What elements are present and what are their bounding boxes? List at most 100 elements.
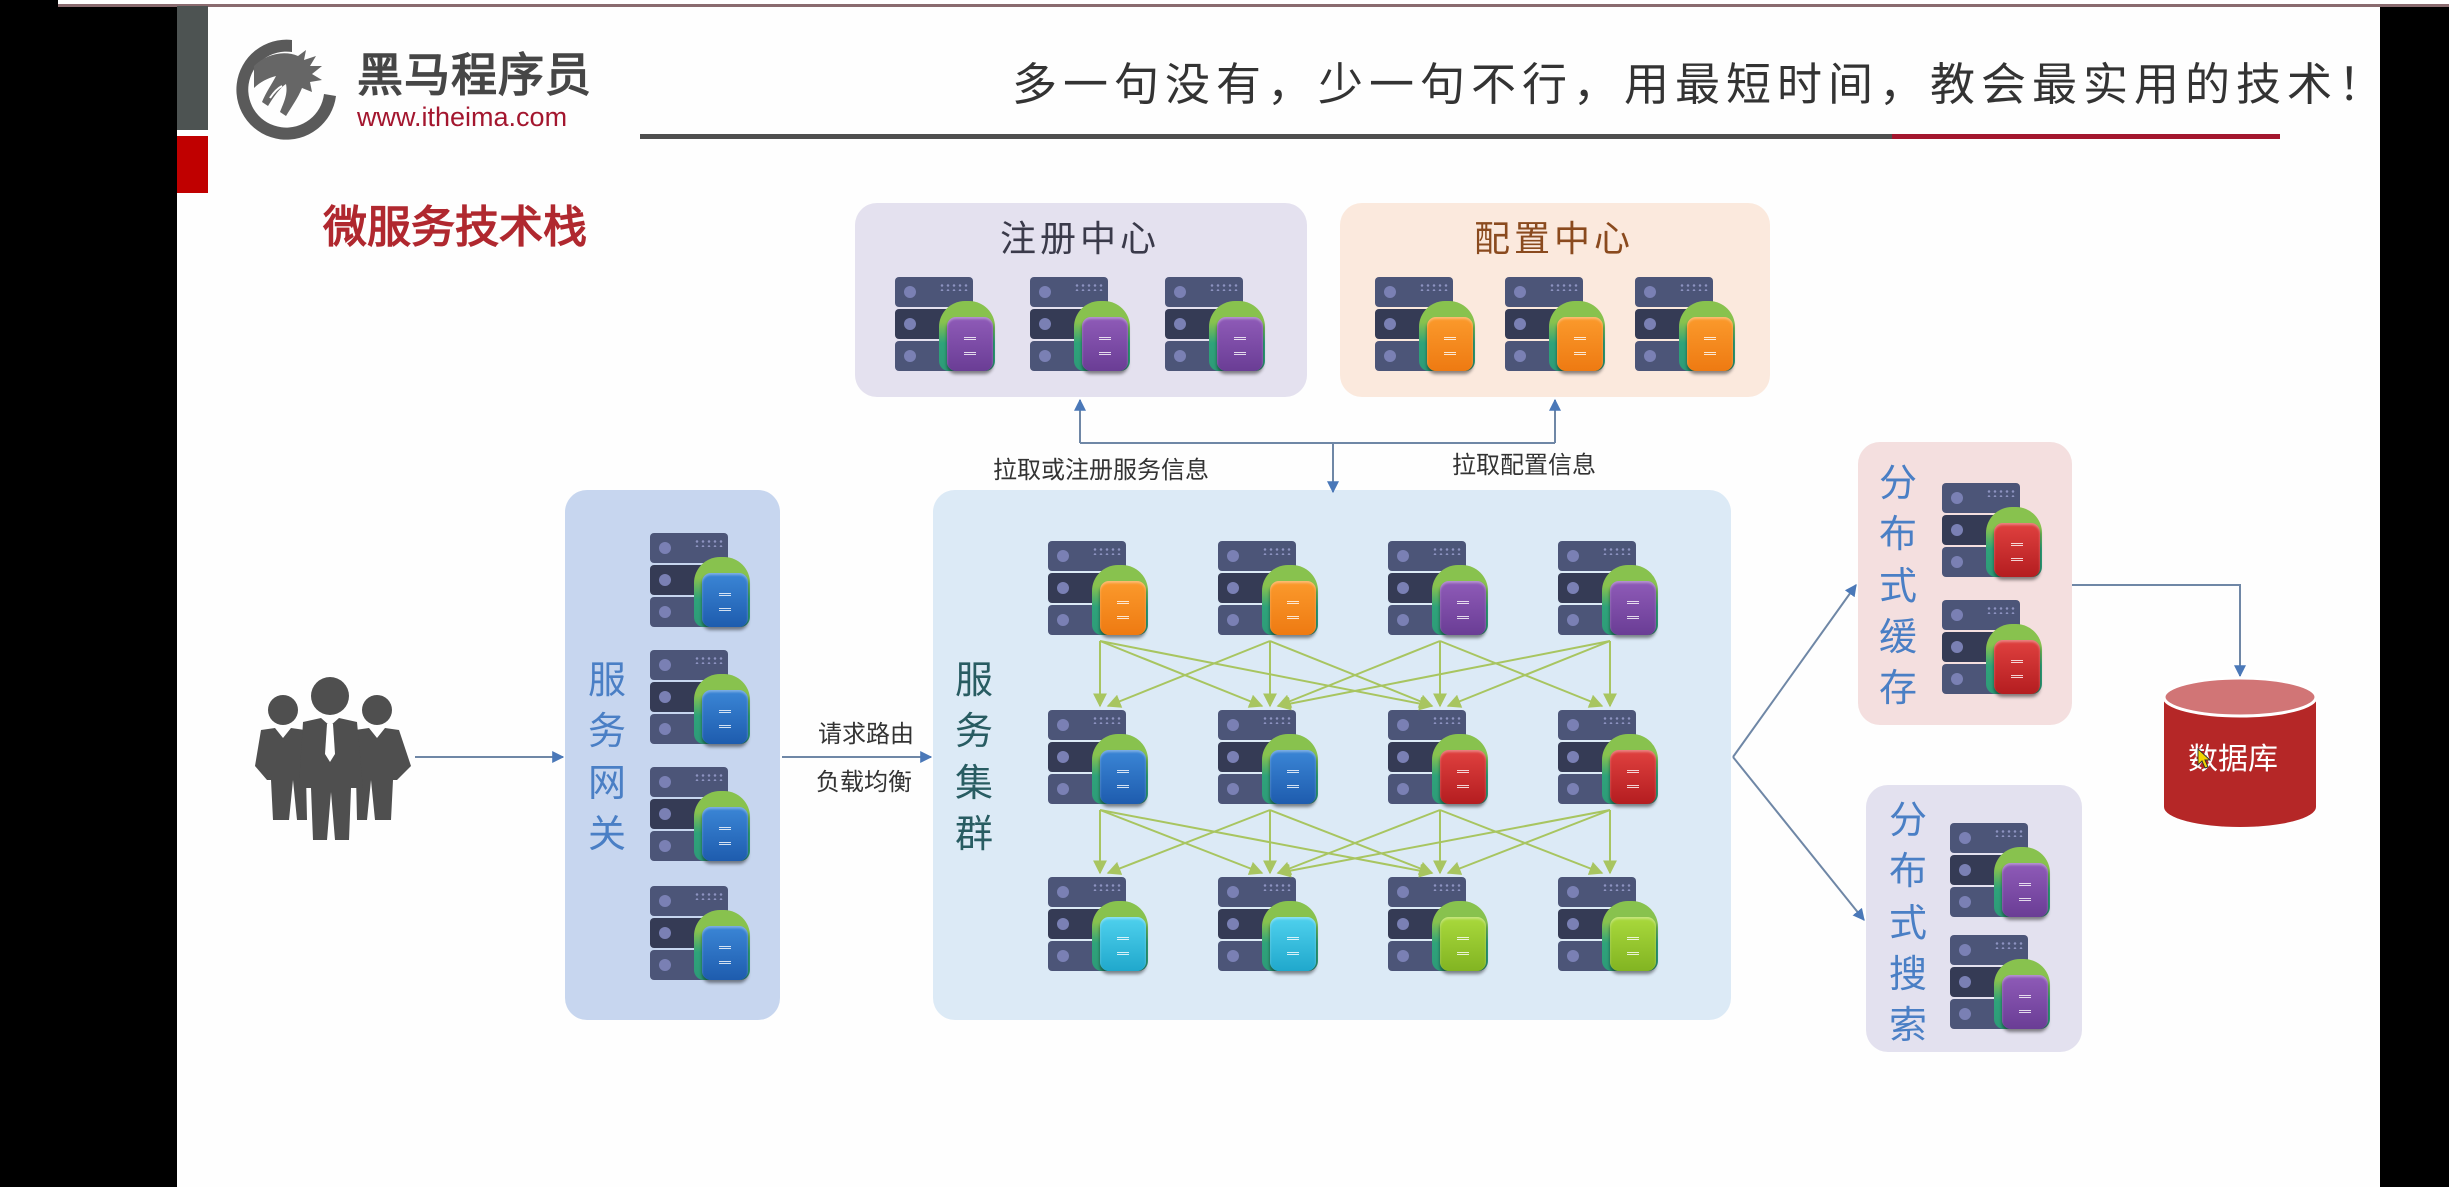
- service-chip-purple: [947, 317, 993, 371]
- top-rule: [58, 4, 2449, 7]
- registry-server-icon: [895, 277, 995, 373]
- edge-label-registry: 拉取或注册服务信息: [993, 456, 1209, 484]
- people-group-icon: [255, 677, 411, 840]
- title-char: 布: [1878, 512, 1917, 557]
- server-vents: [939, 283, 969, 291]
- config-server-icon: [1505, 277, 1605, 373]
- cache-server-icon: [1942, 600, 2042, 696]
- server-vents: [1549, 283, 1579, 291]
- service-chip-blue: [702, 807, 748, 861]
- service-cluster-title: 服 务 集 群: [952, 655, 996, 860]
- page-title: 微服务技术栈: [323, 202, 587, 253]
- cluster-server-icon: [1558, 710, 1658, 806]
- cluster-server-icon: [1558, 541, 1658, 637]
- server-unit: [1558, 710, 1636, 740]
- top-strip: [58, 0, 2449, 4]
- cluster-server-icon: [1048, 877, 1148, 973]
- database-cylinder-icon: [2162, 676, 2318, 827]
- service-chip-cyan: [1270, 917, 1316, 971]
- brand-name: 黑马程序员: [357, 48, 592, 102]
- server-vents: [1092, 547, 1122, 555]
- edge-label-route: 请求路由: [818, 720, 914, 748]
- cluster-server-icon: [1558, 877, 1658, 973]
- distributed-search-title: 分 布 式 搜 索: [1886, 795, 1930, 1051]
- server-vents: [1092, 716, 1122, 724]
- cluster-server-icon: [1218, 710, 1318, 806]
- service-chip-red: [1994, 523, 2040, 577]
- service-chip-purple: [1440, 581, 1486, 635]
- server-vents: [1262, 883, 1292, 891]
- cluster-server-icon: [1388, 710, 1488, 806]
- server-vents: [1986, 606, 2016, 614]
- title-char: 式: [1878, 563, 1917, 608]
- server-unit: [1218, 710, 1296, 740]
- gateway-server-icon: [650, 533, 750, 629]
- brand-url: www.itheima.com: [357, 102, 568, 132]
- service-gateway-title: 服 务 网 关: [585, 655, 629, 860]
- title-char: 索: [1888, 1003, 1927, 1048]
- title-char: 服: [954, 658, 993, 702]
- title-char: 网: [587, 760, 626, 805]
- search-server-icon: [1950, 823, 2050, 919]
- title-char: 务: [954, 709, 993, 754]
- service-chip-orange: [1557, 317, 1603, 371]
- header-divider: [640, 134, 1892, 139]
- server-vents: [1419, 283, 1449, 291]
- cluster-server-icon: [1218, 541, 1318, 637]
- cluster-server-icon: [1048, 710, 1148, 806]
- server-vents: [694, 892, 724, 900]
- server-vents: [1432, 716, 1462, 724]
- header-divider-accent: [1892, 134, 2280, 139]
- title-char: 布: [1888, 849, 1927, 894]
- title-char: 式: [1888, 900, 1927, 945]
- tie: [325, 724, 335, 762]
- cluster-server-icon: [1388, 877, 1488, 973]
- server-vents: [1986, 489, 2016, 497]
- server-vents: [694, 656, 724, 664]
- edge-label-load-balance: 负载均衡: [816, 768, 912, 796]
- service-chip-blue: [702, 926, 748, 980]
- service-chip-cyan: [1100, 917, 1146, 971]
- gateway-server-icon: [650, 650, 750, 746]
- server-vents: [1432, 547, 1462, 555]
- cluster-server-icon: [1048, 541, 1148, 637]
- service-chip-orange: [1100, 581, 1146, 635]
- slogan: 多一句没有，少一句不行，用最短时间，教会最实用的技术！: [1012, 58, 2390, 111]
- accent-bar-gray: [177, 6, 208, 130]
- server-vents: [1092, 883, 1122, 891]
- service-chip-purple: [1082, 317, 1128, 371]
- server-vents: [1602, 716, 1632, 724]
- edge-label-config: 拉取配置信息: [1452, 451, 1596, 479]
- server-vents: [1994, 941, 2024, 949]
- search-server-icon: [1950, 935, 2050, 1031]
- video-frame-right-border: [2380, 0, 2449, 1187]
- gateway-server-icon: [650, 767, 750, 863]
- service-chip-orange: [1427, 317, 1473, 371]
- service-chip-orange: [1687, 317, 1733, 371]
- service-chip-orange: [1270, 581, 1316, 635]
- cluster-server-icon: [1388, 541, 1488, 637]
- title-char: 集: [954, 760, 993, 805]
- service-chip-purple: [2002, 863, 2048, 917]
- service-chip-red: [1994, 640, 2040, 694]
- config-server-icon: [1375, 277, 1475, 373]
- title-char: 分: [1888, 798, 1927, 842]
- video-frame-left-border: [0, 0, 177, 1187]
- gateway-server-icon: [650, 886, 750, 982]
- service-chip-lime: [1610, 917, 1656, 971]
- server-vents: [1262, 547, 1292, 555]
- title-char: 关: [587, 811, 626, 856]
- service-chip-lime: [1440, 917, 1486, 971]
- server-vents: [1994, 829, 2024, 837]
- service-chip-blue: [702, 573, 748, 627]
- server-vents: [1209, 283, 1239, 291]
- accent-bar-red: [177, 136, 208, 193]
- title-char: 搜: [1888, 951, 1927, 996]
- server-vents: [694, 539, 724, 547]
- service-chip-blue: [1100, 750, 1146, 804]
- distributed-cache-title: 分 布 式 缓 存: [1876, 458, 1920, 714]
- service-chip-purple: [1217, 317, 1263, 371]
- server-vents: [1602, 547, 1632, 555]
- title-char: 存: [1878, 666, 1917, 711]
- server-vents: [1262, 716, 1292, 724]
